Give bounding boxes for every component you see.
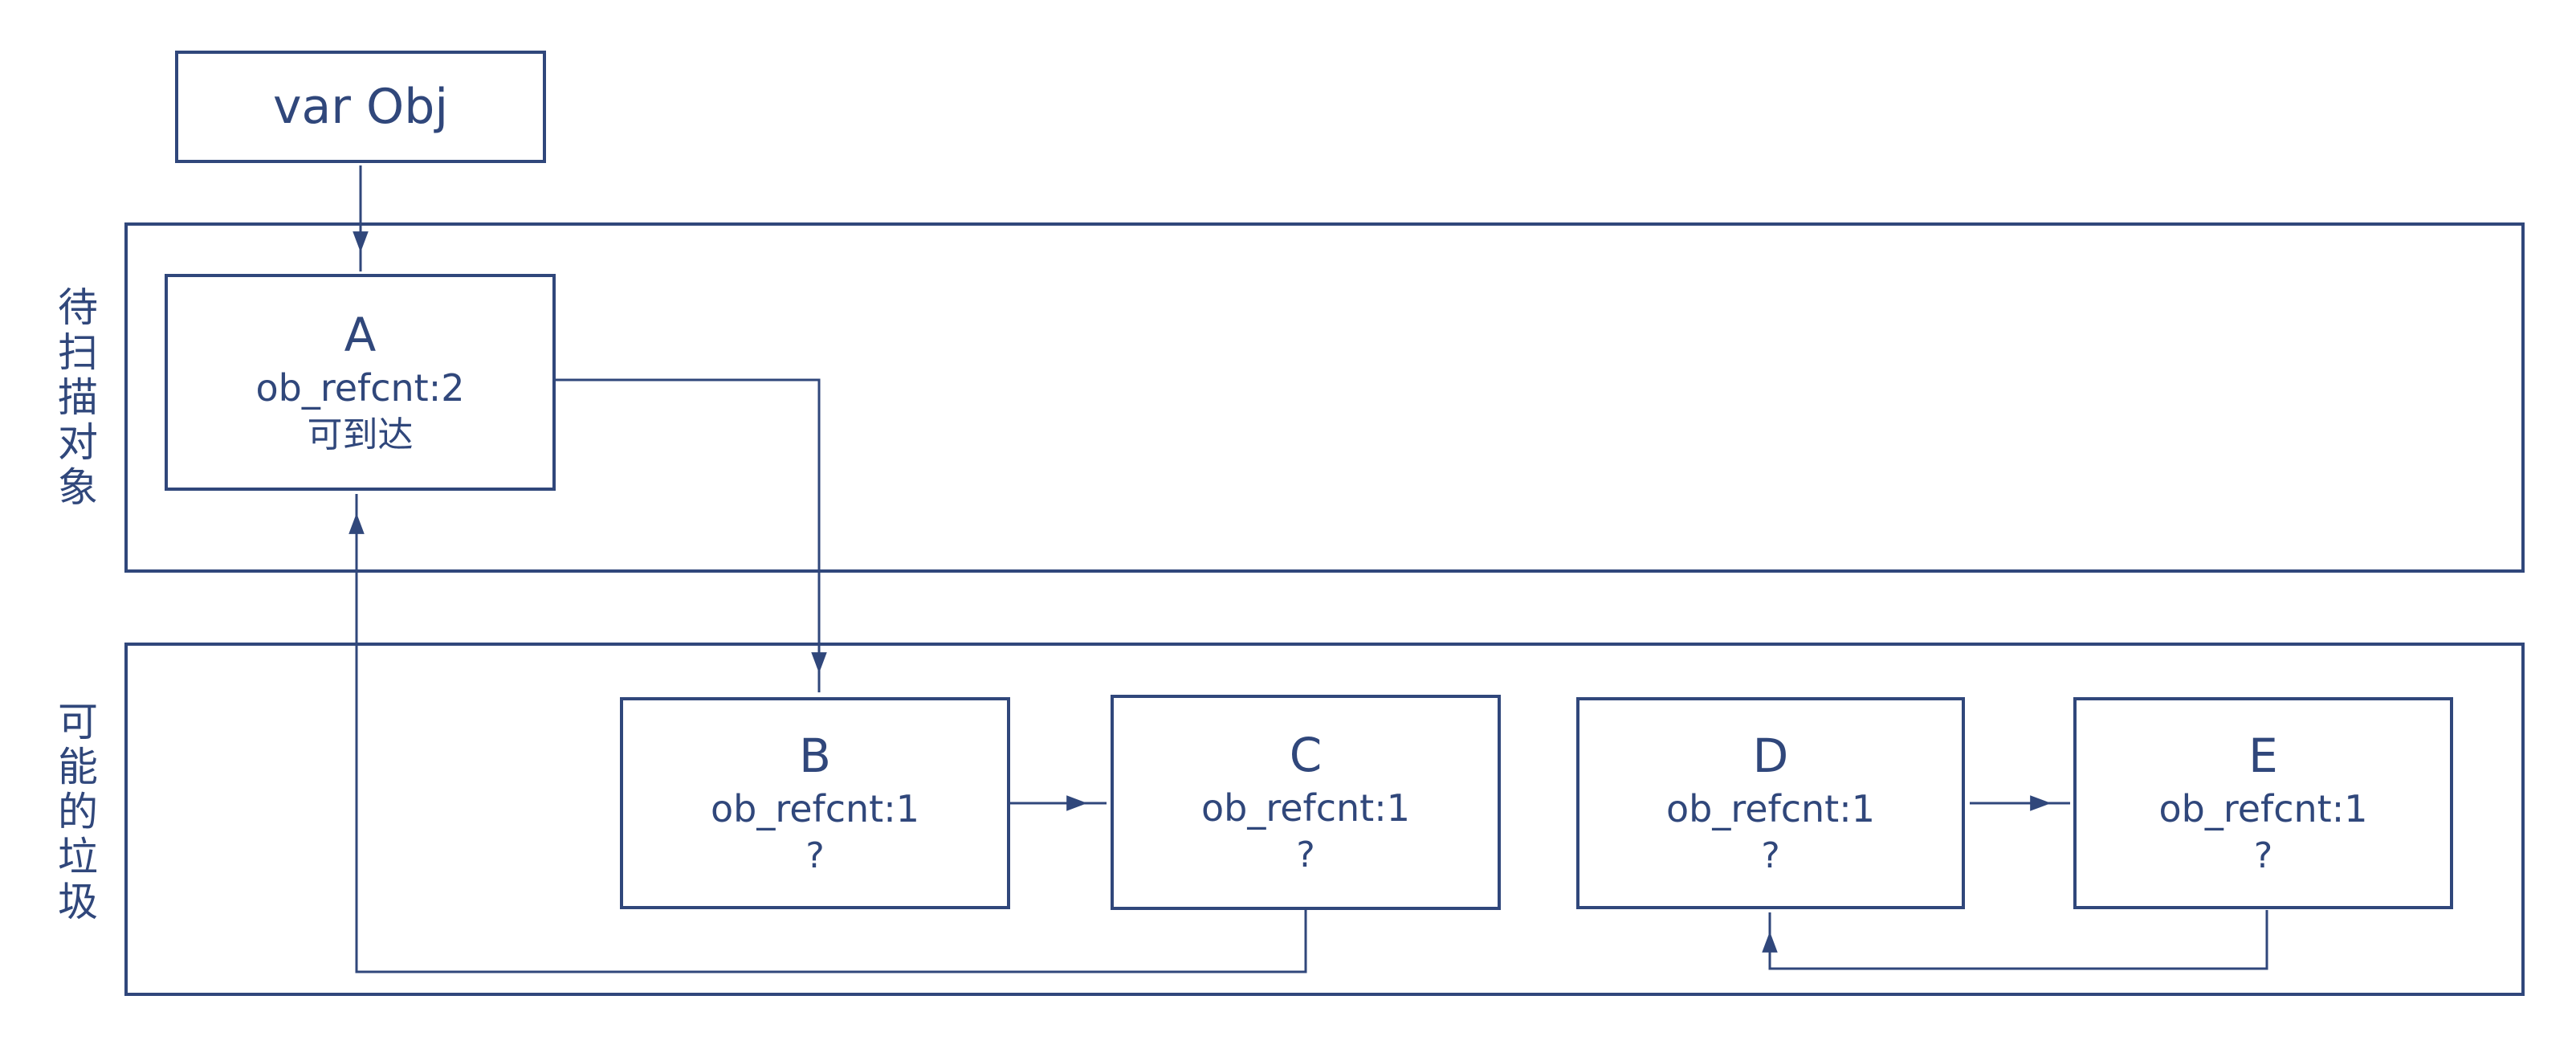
node-d: D ob_refcnt:1 ?	[1576, 697, 1965, 909]
edge-a-to-b	[556, 378, 827, 692]
node-d-title: D	[1752, 728, 1789, 783]
node-e-refcnt: ob_refcnt:1	[2158, 787, 2368, 830]
region-garbage-label: 可能的垃圾	[51, 700, 98, 925]
node-e: E ob_refcnt:1 ?	[2073, 697, 2453, 909]
edge-c-to-a	[348, 494, 1307, 973]
node-d-refcnt: ob_refcnt:1	[1666, 787, 1875, 830]
region-possible-garbage	[124, 643, 2525, 996]
region-scan-objects	[124, 222, 2525, 573]
node-a-status: 可到达	[307, 414, 414, 455]
node-b-status: ?	[805, 835, 825, 876]
region-scan-label: 待扫描对象	[51, 286, 98, 511]
node-c-refcnt: ob_refcnt:1	[1201, 786, 1410, 830]
node-c-title: C	[1289, 728, 1323, 782]
node-a-refcnt: ob_refcnt:2	[255, 366, 465, 410]
edge-e-to-d	[1762, 910, 2268, 970]
node-a-title: A	[344, 308, 377, 362]
node-b: B ob_refcnt:1 ?	[620, 697, 1010, 909]
node-e-status: ?	[2253, 835, 2273, 876]
node-a: A ob_refcnt:2 可到达	[165, 274, 556, 491]
node-e-title: E	[2248, 728, 2278, 783]
node-var-obj-label: var Obj	[273, 79, 448, 135]
node-c: C ob_refcnt:1 ?	[1111, 695, 1501, 910]
node-d-status: ?	[1761, 835, 1780, 876]
node-var-obj: var Obj	[175, 51, 546, 163]
node-b-refcnt: ob_refcnt:1	[711, 787, 919, 830]
node-c-status: ?	[1296, 835, 1315, 875]
node-b-title: B	[799, 728, 831, 783]
